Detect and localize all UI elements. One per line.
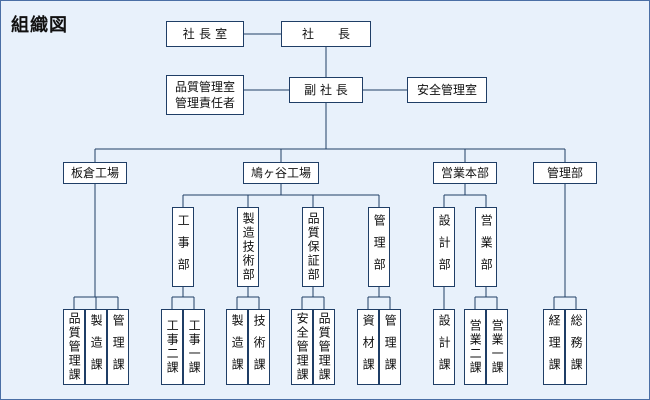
node-koji-1-ka: 工事一課 [183,309,205,385]
node-sekkei-bu: 設計部 [433,207,455,287]
node-eigyo-bu: 営業部 [475,207,497,287]
node-hatogaya-kojo: 鳩ヶ谷工場 [243,162,319,184]
node-gijutsu-ka: 技術課 [248,309,270,385]
node-koji-bu: 工事部 [172,207,194,287]
node-somu-ka: 総務課 [565,309,587,385]
node-itakura-kanri-ka: 管理課 [107,309,129,385]
chart-title: 組織図 [11,15,68,36]
node-sekkei-ka: 設計課 [433,309,455,385]
node-hinshitsu-sekininsha: 品質管理室 管理責任者 [166,75,244,115]
node-shachoshitsu: 社長室 [166,21,244,47]
node-eigyo-honbu: 営業本部 [433,162,497,184]
node-hinshitsu-hosho-bu: 品質保証部 [302,207,324,287]
node-kanri-bu: 管理部 [533,162,597,184]
node-anzen-kanrishitsu: 安全管理室 [407,77,487,103]
node-kanri-ka: 管理課 [379,309,401,385]
node-shacho: 社 長 [281,21,371,47]
node-kanri-bu-hatogaya: 管理部 [368,207,390,287]
node-koji-2-ka: 工事二課 [161,309,183,385]
node-itakura-kojo: 板倉工場 [63,162,127,184]
node-seizo-gijutsu-bu: 製造技術部 [237,207,259,287]
node-hinshitsu-kanri-ka: 品質管理課 [313,309,335,385]
node-eigyo-1-ka: 営業一課 [486,309,508,385]
node-anzen-kanri-ka: 安全管理課 [291,309,313,385]
node-eigyo-2-ka: 営業二課 [464,309,486,385]
node-fukushacho: 副 社 長 [289,77,363,103]
node-itakura-seizo-ka: 製造課 [85,309,107,385]
node-seizo-ka: 製造課 [226,309,248,385]
node-shizai-ka: 資材課 [357,309,379,385]
node-keiri-ka: 経理課 [543,309,565,385]
node-itakura-hinshitsu-kanri-ka: 品質管理課 [63,309,85,385]
